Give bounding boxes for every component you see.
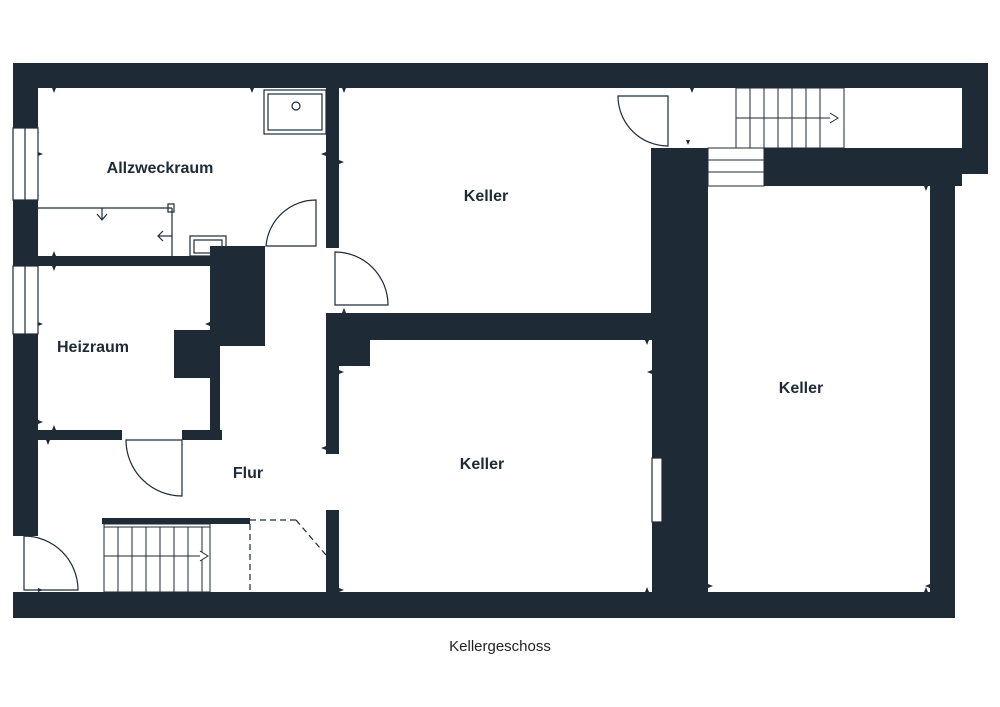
room-label-keller-south: Keller	[460, 456, 504, 473]
room-labels: Allzweckraum Keller Heizraum Keller Kell…	[57, 160, 823, 482]
room-label-keller-east: Keller	[779, 380, 823, 397]
windows	[12, 127, 663, 523]
room-label-allzweckraum: Allzweckraum	[107, 160, 214, 177]
staircases	[102, 87, 845, 593]
utility-symbols	[38, 203, 175, 256]
dimension-markers	[38, 88, 930, 592]
room-label-heizraum: Heizraum	[57, 339, 129, 356]
doors	[23, 88, 669, 592]
room-label-keller-north: Keller	[464, 188, 508, 205]
room-label-flur: Flur	[233, 465, 263, 482]
floors	[38, 88, 962, 592]
floor-caption: Kellergeschoss	[449, 638, 551, 655]
sanitary-fixtures	[189, 89, 327, 257]
